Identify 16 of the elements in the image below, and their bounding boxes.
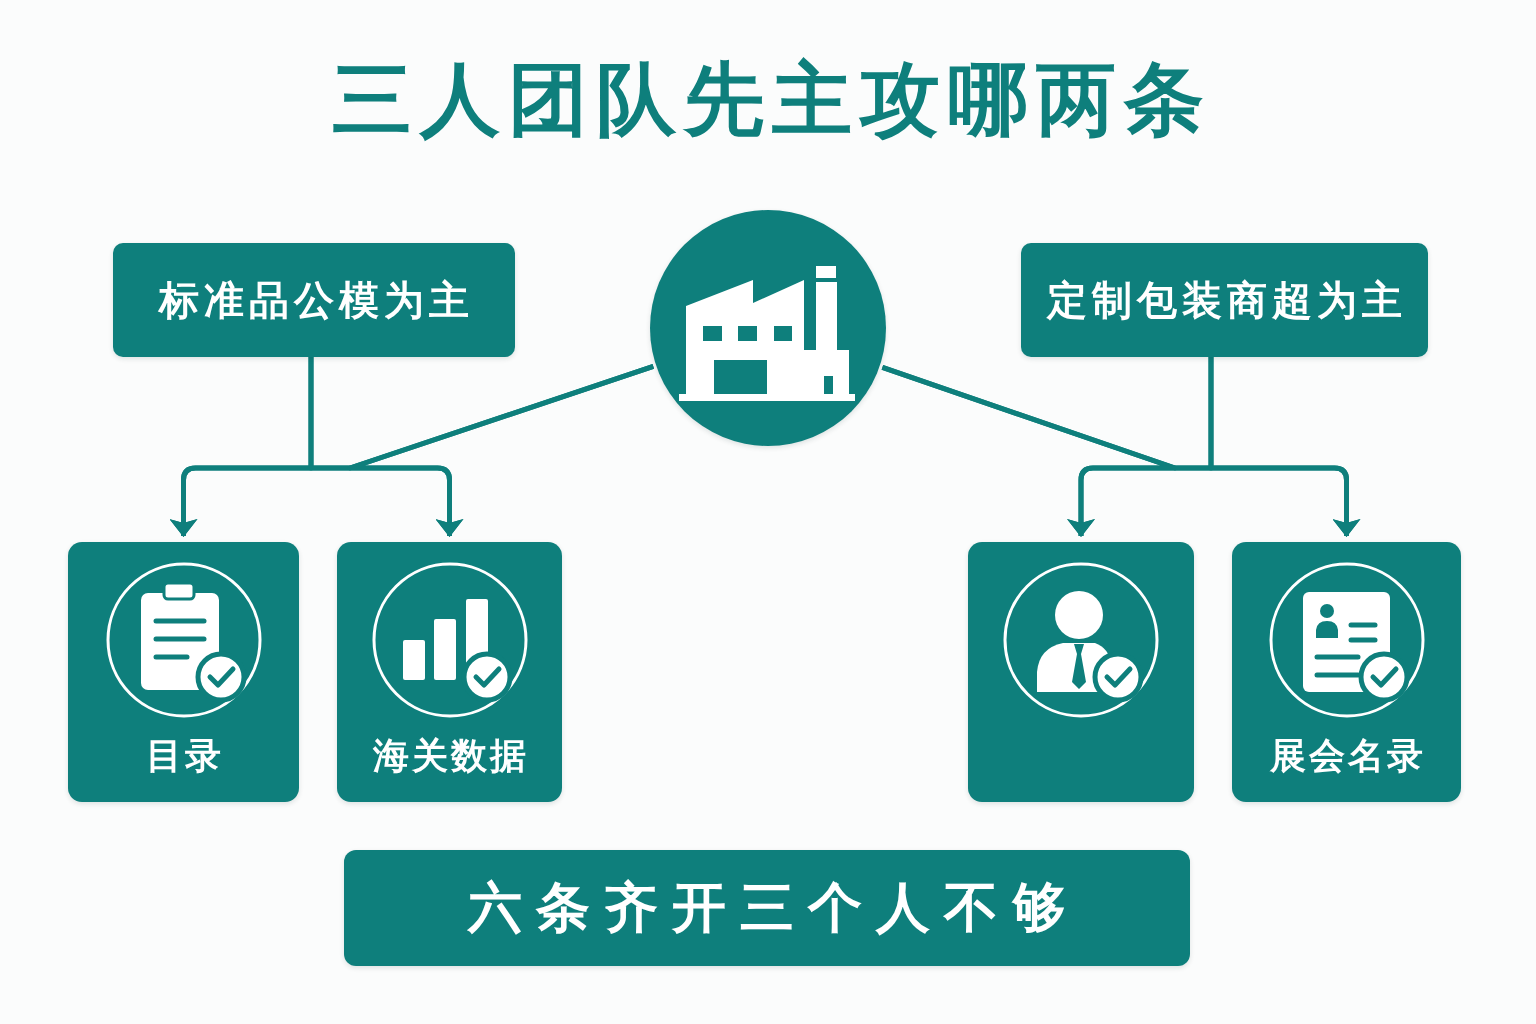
source-card	[68, 542, 299, 802]
category-box	[1021, 243, 1428, 357]
source-label: 展会名录	[1269, 734, 1426, 778]
source-card	[1232, 542, 1461, 802]
summary-text: 六条齐开三个人不够	[466, 875, 1080, 941]
summary-banner	[344, 850, 1190, 966]
category-box	[113, 243, 515, 357]
source-card	[337, 542, 562, 802]
connector-arrow	[347, 364, 655, 537]
source-label: 目录	[145, 734, 224, 778]
source-card	[968, 542, 1194, 802]
diagram-title: 三人团队先主攻哪两条	[331, 52, 1212, 148]
category-label: 标准品公模为主	[157, 276, 474, 324]
connector-arrow	[1208, 357, 1361, 537]
category-label: 定制包装商超为主	[1045, 276, 1407, 324]
source-label: 海关数据	[372, 734, 529, 778]
